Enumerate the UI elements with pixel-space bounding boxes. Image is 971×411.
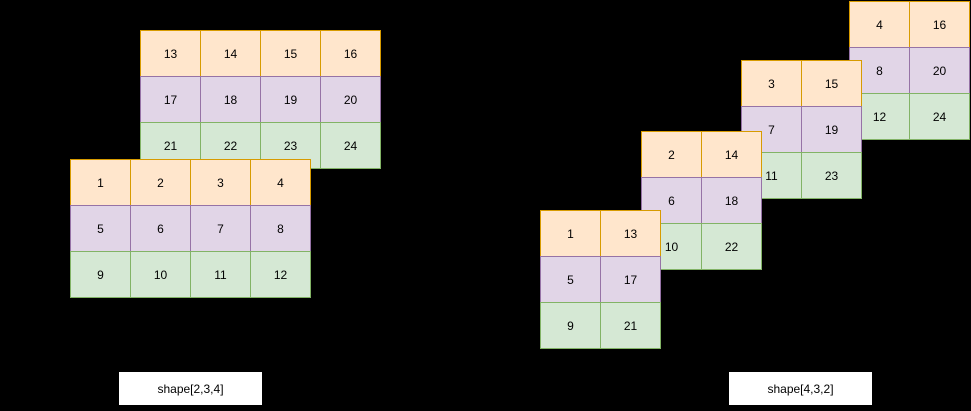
matrix-cell: 23 [801, 153, 861, 198]
matrix-cell: 13 [163, 46, 178, 61]
matrix-cell: 9 [567, 318, 574, 333]
matrix-cell: 16 [320, 31, 380, 76]
matrix-cell: 5 [97, 221, 104, 236]
matrix-cell: 24 [909, 94, 969, 139]
matrix-cell: 11 [765, 168, 778, 183]
matrix-cell: 8 [250, 206, 310, 251]
matrix-cell: 3 [190, 160, 250, 205]
matrix-cell: 21 [163, 138, 178, 153]
matrix-cell: 23 [260, 123, 320, 168]
matrix-cell: 14 [701, 132, 761, 177]
matrix-cell: 24 [320, 123, 380, 168]
matrix-cell: 19 [260, 77, 320, 122]
matrix-cell: 18 [200, 77, 260, 122]
matrix-right-2: 2 14 6 18 10 22 [641, 131, 762, 270]
matrix-cell: 9 [97, 267, 104, 282]
matrix-cell: 6 [668, 193, 675, 208]
matrix-purple-row: 8 20 [849, 47, 970, 94]
matrix-cell: 12 [250, 252, 310, 297]
matrix-cell: 7 [768, 122, 775, 137]
matrix-cell: 19 [801, 107, 861, 152]
matrix-cell: 20 [909, 48, 969, 93]
matrix-orange-row: 3 15 [741, 60, 862, 107]
matrix-orange-row: 1 13 [540, 210, 661, 257]
matrix-purple-row: 6 18 [641, 177, 762, 224]
matrix-right-3: 1 13 5 17 9 21 [540, 210, 661, 349]
matrix-cell: 4 [250, 160, 310, 205]
matrix-cell: 6 [130, 206, 190, 251]
shape-label-left: shape[2,3,4] [118, 371, 263, 406]
matrix-cell: 20 [320, 77, 380, 122]
matrix-cell: 1 [567, 226, 574, 241]
matrix-cell: 3 [768, 76, 775, 91]
matrix-green-row: 10 22 [641, 223, 762, 270]
matrix-cell: 7 [190, 206, 250, 251]
matrix-cell: 4 [876, 17, 883, 32]
matrix-purple-row: 5 17 [540, 256, 661, 303]
matrix-green-row: 12 24 [849, 93, 970, 140]
matrix-cell: 10 [130, 252, 190, 297]
matrix-cell: 22 [200, 123, 260, 168]
matrix-green-row: 9 21 [540, 302, 661, 349]
matrix-orange-row: 4 16 [849, 1, 970, 48]
matrix-cell: 11 [190, 252, 250, 297]
matrix-cell: 15 [801, 61, 861, 106]
matrix-cell: 14 [200, 31, 260, 76]
matrix-cell: 10 [664, 239, 679, 254]
shape-label-right: shape[4,3,2] [728, 371, 873, 406]
matrix-cell: 2 [130, 160, 190, 205]
matrix-cell: 5 [567, 272, 574, 287]
matrix-cell: 16 [909, 2, 969, 47]
matrix-cell: 22 [701, 224, 761, 269]
matrix-cell: 12 [872, 109, 887, 124]
matrix-cell: 17 [600, 257, 660, 302]
matrix-cell: 8 [876, 63, 883, 78]
matrix-right-0: 4 16 8 20 12 24 [849, 1, 970, 140]
matrix-cell: 15 [260, 31, 320, 76]
matrix-cell: 2 [668, 147, 675, 162]
matrix-orange-row: 2 14 [641, 131, 762, 178]
matrix-cell: 13 [600, 211, 660, 256]
matrix-cell: 18 [701, 178, 761, 223]
matrix-cell: 21 [600, 303, 660, 348]
matrix-cell: 17 [163, 92, 178, 107]
matrix-cell: 1 [97, 175, 104, 190]
